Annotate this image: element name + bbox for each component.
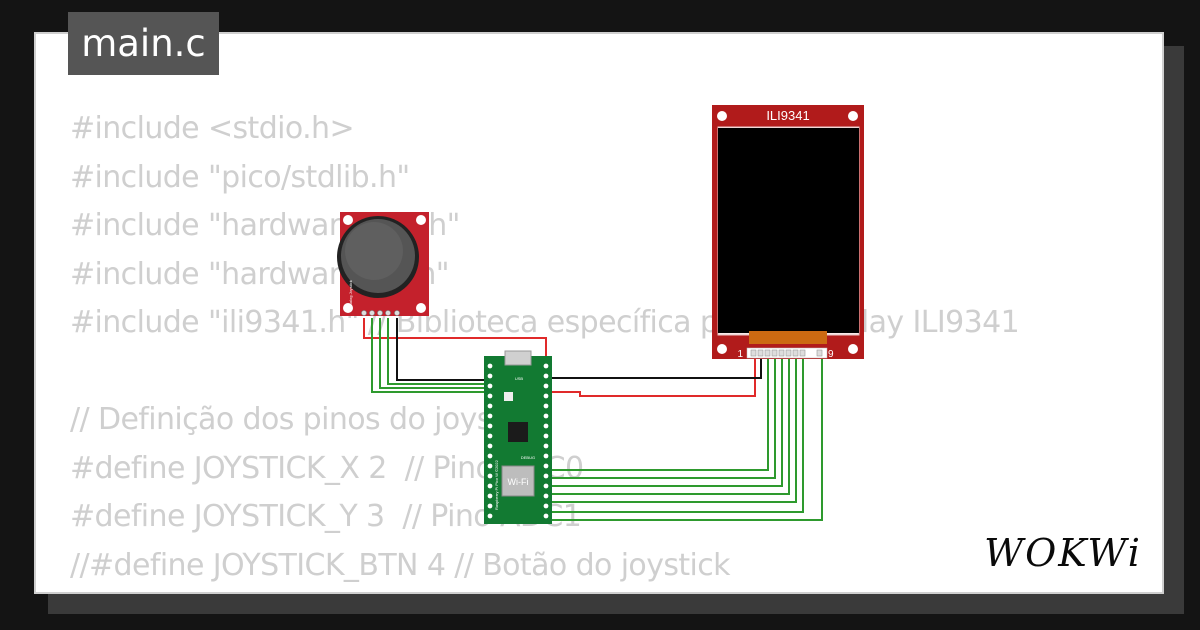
- wire-green-7: [548, 358, 823, 521]
- wire-joystick-red: [363, 318, 547, 360]
- wifi-module: [501, 465, 535, 497]
- wokwi-logo-text: WOKWi: [984, 531, 1142, 574]
- code-line: #define JOYSTICK_X 2 // Pino ADC0: [70, 450, 584, 486]
- analog-joystick[interactable]: Analog Joystick: [337, 212, 429, 316]
- wifi-module-label: Wi-Fi: [508, 477, 529, 487]
- wire-joystick-green-2: [379, 318, 486, 389]
- file-tab[interactable]: main.c: [68, 12, 219, 75]
- wire-green-3: [548, 358, 783, 487]
- wires: [363, 318, 823, 521]
- code-line: #include <stdio.h>: [70, 111, 355, 146]
- wire-joystick-green-1: [371, 318, 486, 393]
- file-tab-label: main.c: [81, 22, 206, 65]
- display-pin-last-label: 9: [828, 349, 834, 360]
- display-screen: [718, 128, 859, 333]
- debug-label: DEBUG: [521, 455, 535, 460]
- code-line: //#define JOYSTICK_BTN 4 // Botão do joy…: [70, 547, 731, 583]
- wire-green-1: [548, 358, 769, 471]
- wire-green-5: [548, 358, 797, 503]
- usb-port: [504, 350, 532, 366]
- wire-green-2: [548, 358, 776, 479]
- wire-red: [548, 358, 756, 397]
- ili9341-display[interactable]: ILI9341 1 9: [712, 105, 864, 360]
- display-pin-first-label: 1: [737, 349, 743, 360]
- wire-green-4: [548, 358, 790, 495]
- wire-black: [548, 358, 762, 379]
- wokwi-logo: WOKWi: [984, 531, 1142, 574]
- code-line: #include "pico/stdlib.h": [70, 159, 410, 195]
- usb-label: USB: [515, 376, 524, 381]
- display-title: ILI9341: [766, 108, 809, 123]
- wire-joystick-green-3: [387, 318, 486, 385]
- pico-board-name: Raspberry Pi Pico W ©2022: [494, 459, 499, 510]
- joystick-label: Analog Joystick: [348, 280, 353, 308]
- pico-pins: [487, 363, 549, 519]
- wire-joystick-black: [396, 318, 486, 381]
- joystick-pins: [361, 310, 400, 316]
- rp2040-chip: [508, 422, 528, 442]
- pico-w-board[interactable]: Wi-Fi USB DEBUG Raspberry Pi Pico W ©202…: [484, 350, 552, 524]
- wire-green-6: [548, 358, 804, 513]
- display-header-pins: [750, 349, 823, 357]
- preview-card: #include <stdio.h> #include "pico/stdlib.…: [34, 32, 1164, 594]
